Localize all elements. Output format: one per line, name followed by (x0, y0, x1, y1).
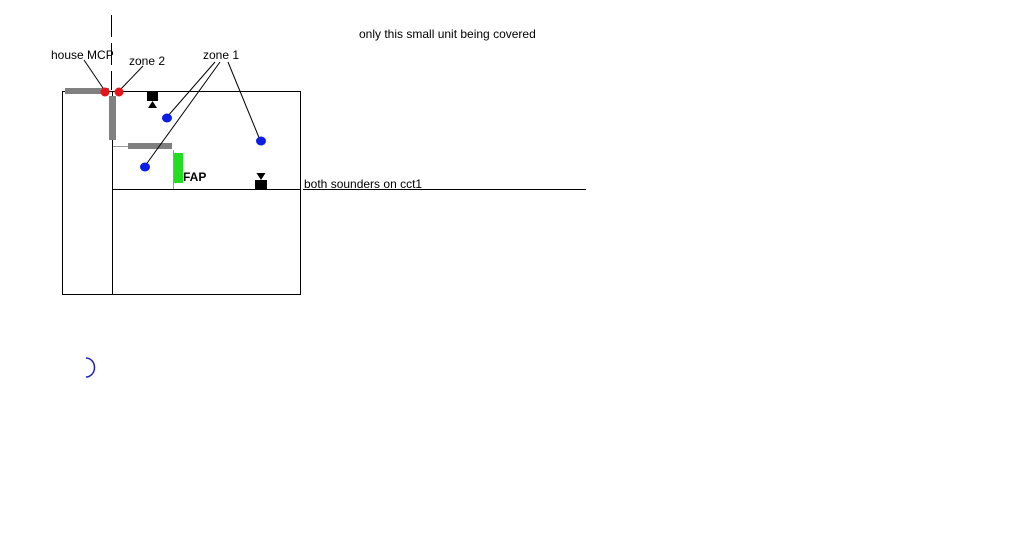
zone1-pointer-c (227, 61, 261, 141)
grey-wall-unit (128, 143, 172, 149)
zone1-pointer-a (166, 61, 216, 118)
building-outline (62, 91, 301, 295)
fap-panel (174, 153, 183, 183)
grey-wall-top (65, 88, 109, 94)
house-mcp-pointer (83, 59, 106, 92)
house-mcp-dot (100, 87, 110, 97)
outer-wall (62, 91, 301, 295)
zone1-pointer-b (144, 61, 221, 167)
grey-wall-vertical (109, 96, 116, 140)
detector-1 (162, 113, 172, 123)
grey-wall-segments (65, 88, 172, 149)
busy-cursor-icon (85, 357, 96, 378)
detectors (140, 113, 266, 172)
zone1-label: zone 1 (203, 48, 239, 62)
zone2-mcp-dot (114, 87, 124, 97)
detector-3 (140, 162, 150, 172)
detector-2 (256, 136, 266, 146)
house-mcp-label: house MCP (51, 48, 114, 62)
manual-call-points (100, 87, 124, 97)
note-text: only this small unit being covered (359, 27, 536, 41)
pointer-lines (83, 59, 586, 190)
zone2-pointer (118, 65, 144, 92)
sounder-1 (147, 92, 158, 108)
sounders-label: both sounders on cct1 (304, 177, 422, 191)
sounder-2 (255, 173, 267, 189)
zone2-label: zone 2 (129, 54, 165, 68)
small-unit-walls (113, 146, 174, 189)
fap-label: FAP (183, 170, 206, 184)
